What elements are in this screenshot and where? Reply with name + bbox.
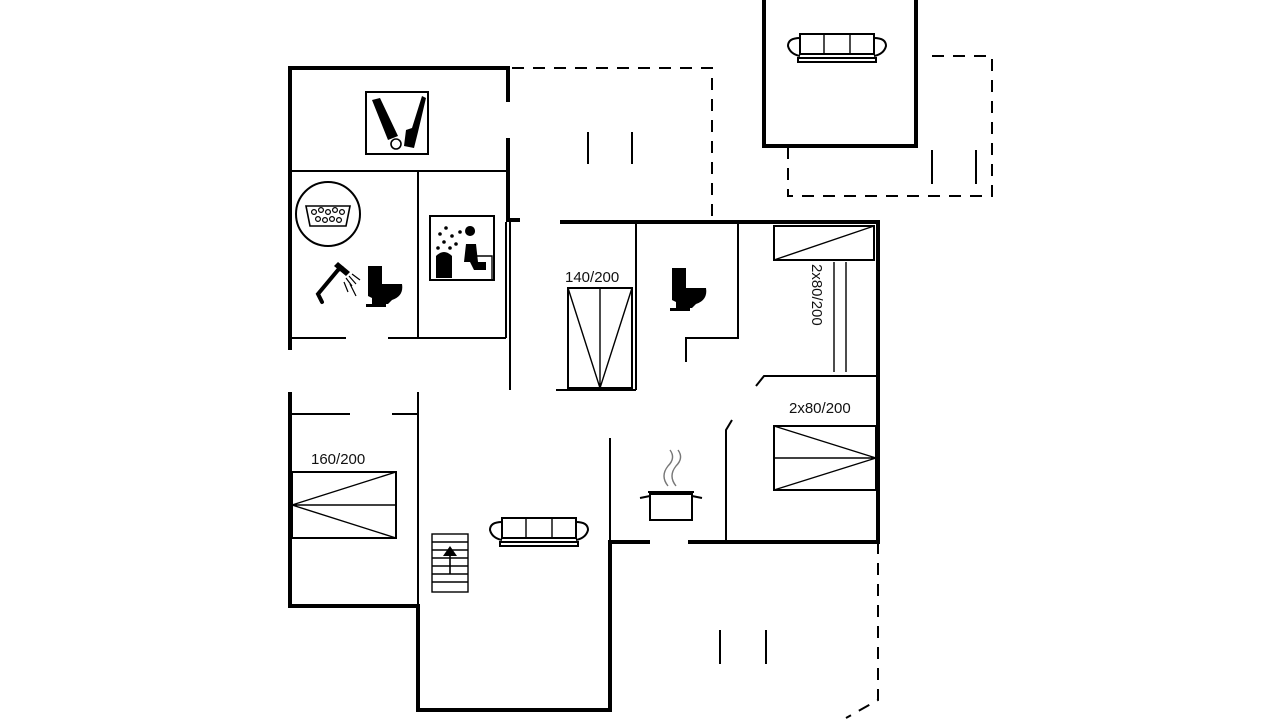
whirlpool-bathtub-icon [295, 181, 361, 247]
cooking-pot-icon [639, 449, 703, 521]
bed-140-label: 140/200 [565, 269, 619, 286]
bed-2x80-horizontal [773, 425, 877, 491]
interior-walls [290, 170, 878, 606]
sofa-icon [786, 33, 888, 63]
bed-2x80-vertical-label: 2x80/200 [808, 264, 825, 326]
bed-160-label: 160/200 [311, 451, 365, 468]
bed-2x80-vertical [773, 225, 875, 261]
walls [288, 0, 918, 712]
terrace-outlines [512, 55, 993, 719]
sofa-icon [488, 517, 590, 547]
staircase-icon [431, 533, 469, 593]
bed-2x80-horizontal-label: 2x80/200 [789, 400, 851, 417]
sauna-icon [429, 215, 495, 281]
toilet-icon [670, 268, 707, 311]
bed-140 [567, 287, 633, 389]
toilet-icon [366, 266, 403, 307]
bed-160 [291, 471, 397, 539]
utility-room-icon [365, 91, 429, 155]
shower-icon [315, 262, 361, 304]
